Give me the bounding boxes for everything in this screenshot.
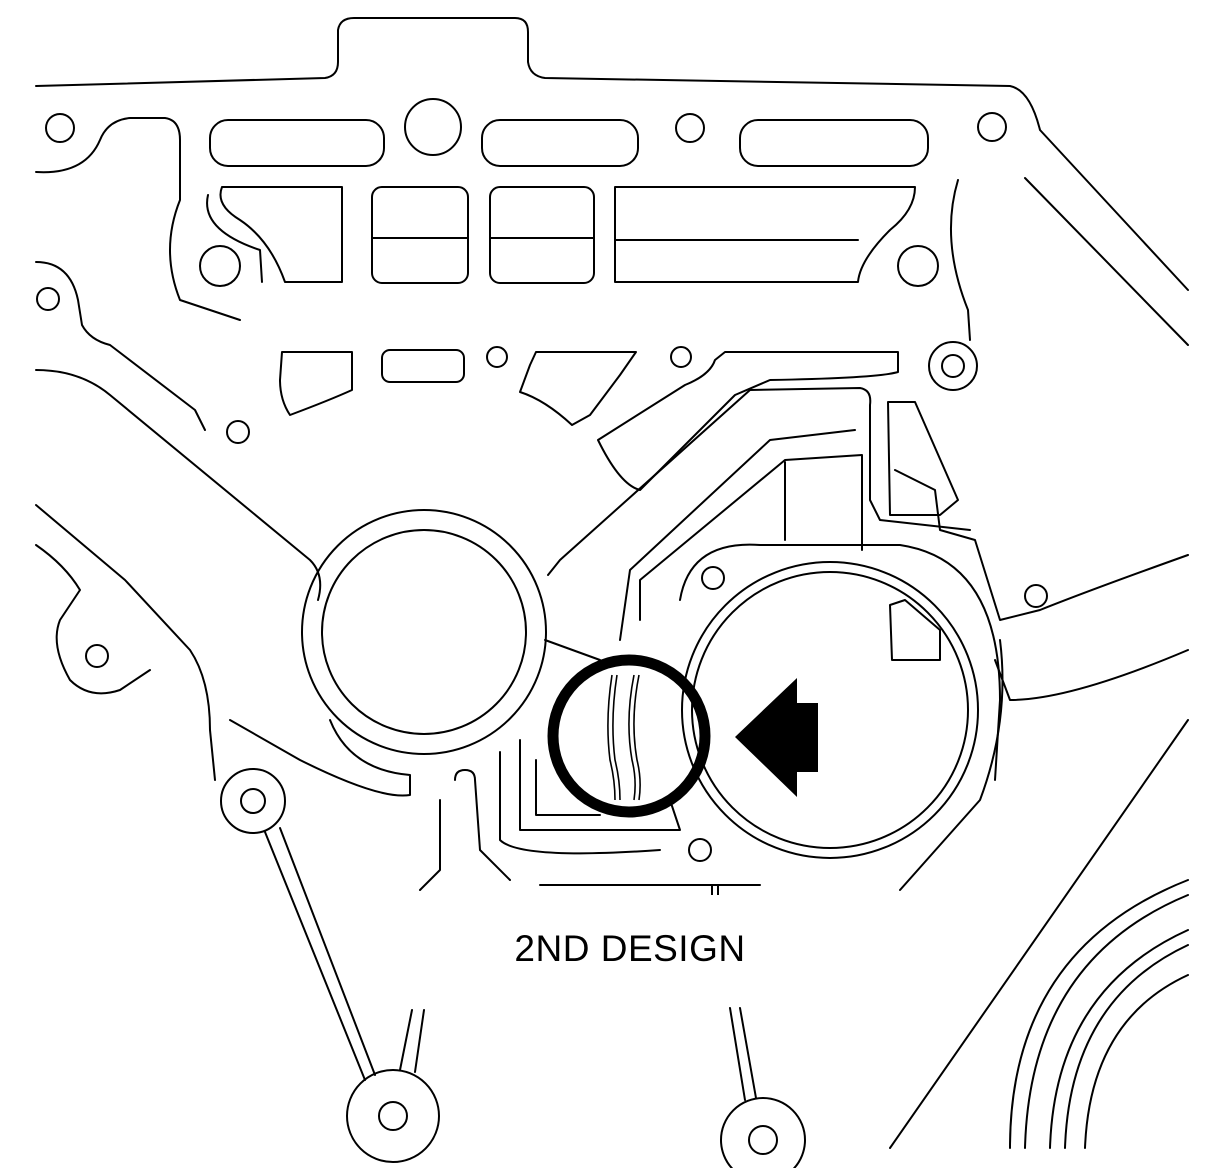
lower-ports bbox=[226, 341, 978, 491]
mid-chambers bbox=[36, 179, 971, 341]
indicator-arrow-icon bbox=[735, 678, 818, 797]
right-bore bbox=[679, 543, 1001, 859]
callout-circle bbox=[547, 654, 711, 818]
left-bore bbox=[229, 509, 601, 797]
lower-passage bbox=[419, 739, 761, 901]
lower-right-housing bbox=[889, 719, 1189, 1149]
callout-detail bbox=[547, 654, 711, 818]
bolt-bosses bbox=[85, 644, 806, 1168]
label-background bbox=[405, 895, 860, 1005]
casting-outline bbox=[35, 17, 1189, 891]
upper-passages bbox=[45, 98, 1007, 167]
center-passages bbox=[547, 387, 1048, 641]
design-label: 2ND DESIGN bbox=[514, 928, 746, 969]
